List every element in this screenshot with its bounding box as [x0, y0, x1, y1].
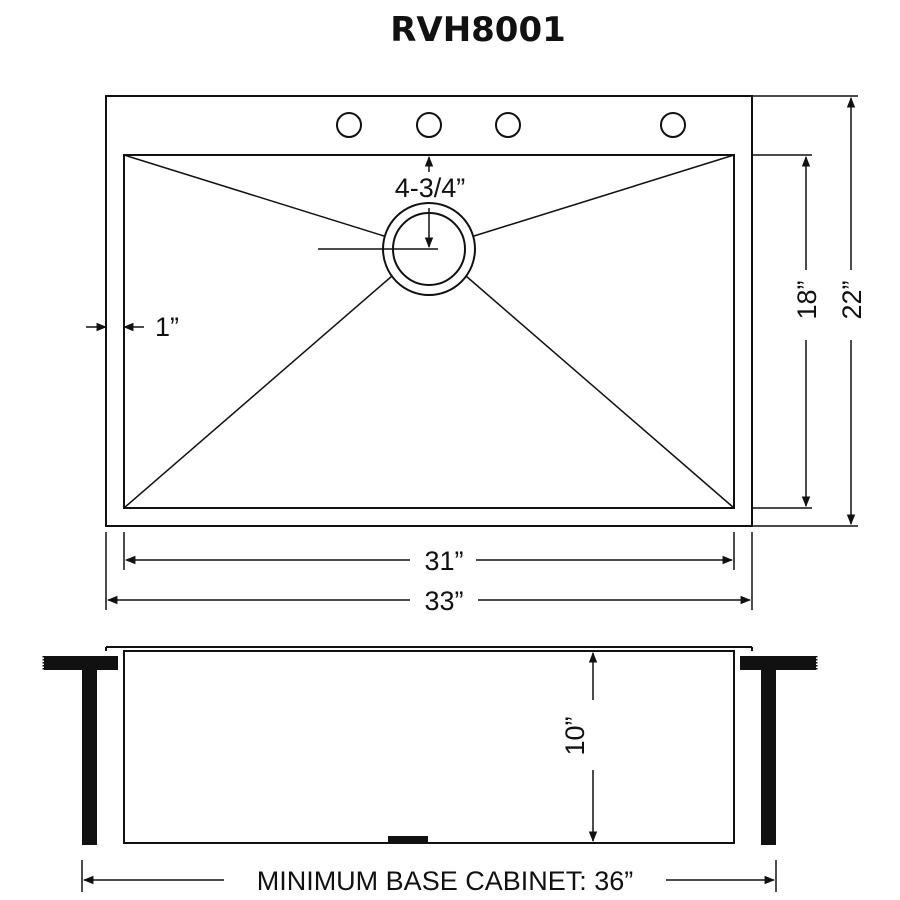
bowl-depth-label: 18” — [792, 280, 822, 319]
bowl-slope-line — [465, 275, 735, 509]
sink-bowl-outline — [123, 154, 735, 509]
drain-offset-label: 4-3/4” — [395, 173, 466, 203]
bowl-width-dimension: 31” — [123, 532, 735, 576]
faucet-hole — [495, 112, 521, 138]
bowl-depth-dimension: 18” — [752, 154, 822, 509]
bowl-slope-line — [123, 154, 385, 237]
faucet-hole — [336, 112, 362, 138]
bowl-height-label: 10” — [560, 716, 590, 755]
bowl-slope-line — [123, 275, 393, 509]
sink-bowl-profile — [123, 650, 735, 844]
bowl-slope-line — [473, 154, 735, 237]
faucet-hole — [416, 112, 442, 138]
side-margin-label: 1” — [155, 312, 179, 342]
bowl-height-dimension: 10” — [560, 651, 598, 843]
cabinet-width-dimension: MINIMUM BASE CABINET: 36” — [81, 860, 777, 896]
overall-width-dimension: 33” — [105, 532, 753, 616]
side-margin-dimension: 1” — [86, 312, 179, 342]
top-view: 4-3/4” 1” 18” 22” — [86, 95, 867, 616]
model-title: RVH8001 — [390, 10, 566, 50]
left-countertop — [42, 656, 118, 845]
bowl-width-label: 31” — [424, 546, 463, 576]
drain-stub — [388, 836, 428, 843]
side-view: 10” MINIMUM BASE CABINET: 36” — [42, 646, 818, 896]
overall-depth-dimension: 22” — [752, 95, 867, 527]
faucet-hole — [660, 112, 686, 138]
right-countertop — [740, 656, 818, 845]
drain-offset-dimension: 4-3/4” — [318, 155, 466, 250]
overall-width-label: 33” — [424, 586, 463, 616]
sink-deck-outline — [105, 95, 753, 527]
cabinet-width-label: MINIMUM BASE CABINET: 36” — [257, 866, 634, 896]
overall-depth-label: 22” — [837, 280, 867, 319]
